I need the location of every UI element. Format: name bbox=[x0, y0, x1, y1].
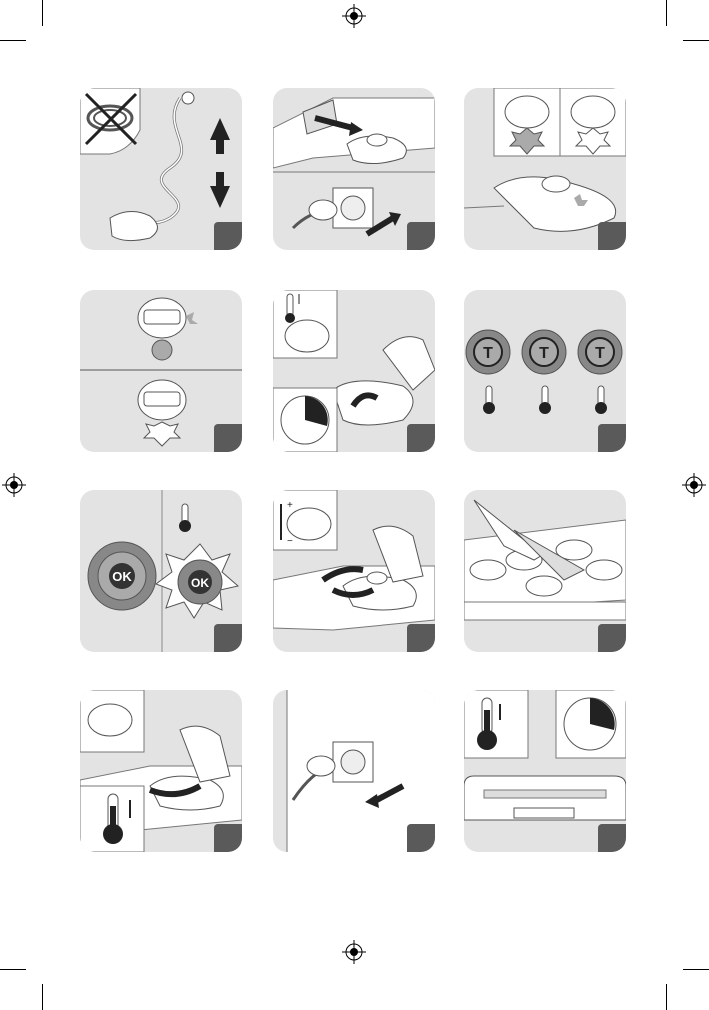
minus-label: − bbox=[287, 536, 293, 547]
step-number-badge bbox=[598, 222, 626, 250]
step-number-badge bbox=[598, 824, 626, 852]
plus-label: + bbox=[287, 500, 293, 511]
step-3-panel bbox=[464, 88, 626, 250]
thermo-spot-letter: T bbox=[483, 345, 493, 362]
crop-mark bbox=[683, 969, 709, 970]
step-number-badge bbox=[407, 222, 435, 250]
step-number-badge bbox=[598, 424, 626, 452]
step-11-panel bbox=[273, 690, 435, 852]
step-2-panel bbox=[273, 88, 435, 250]
crop-mark bbox=[0, 969, 26, 970]
thermo-spot-letter: T bbox=[539, 345, 549, 362]
step-number-badge bbox=[214, 424, 242, 452]
step-number-badge bbox=[407, 824, 435, 852]
step-number-badge bbox=[598, 624, 626, 652]
crop-mark bbox=[683, 40, 709, 41]
crop-mark bbox=[42, 0, 43, 26]
step-4-panel bbox=[80, 290, 242, 452]
step-1-panel bbox=[80, 88, 242, 250]
crop-mark bbox=[42, 984, 43, 1010]
step-12-panel bbox=[464, 690, 626, 852]
step-8-panel: + − bbox=[273, 490, 435, 652]
ok-label: OK bbox=[112, 569, 132, 584]
step-7-panel: OK OK bbox=[80, 490, 242, 652]
ok-label: OK bbox=[191, 576, 209, 590]
step-5-panel bbox=[273, 290, 435, 452]
step-10-panel bbox=[80, 690, 242, 852]
registration-mark-icon bbox=[2, 473, 26, 497]
crop-mark bbox=[0, 40, 26, 41]
step-number-badge bbox=[214, 624, 242, 652]
registration-mark-icon bbox=[342, 4, 366, 28]
step-9-panel bbox=[464, 490, 626, 652]
step-number-badge bbox=[407, 424, 435, 452]
step-number-badge bbox=[214, 222, 242, 250]
step-6-panel: T T T bbox=[464, 290, 626, 452]
crop-mark bbox=[666, 0, 667, 26]
step-number-badge bbox=[214, 824, 242, 852]
registration-mark-icon bbox=[682, 473, 706, 497]
crop-mark bbox=[666, 984, 667, 1010]
registration-mark-icon bbox=[342, 940, 366, 964]
step-number-badge bbox=[407, 624, 435, 652]
thermo-spot-letter: T bbox=[595, 345, 605, 362]
